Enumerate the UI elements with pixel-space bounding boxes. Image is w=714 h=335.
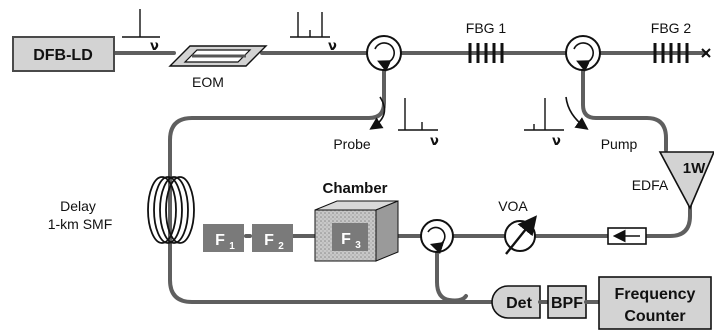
filter1-label: F <box>215 232 225 249</box>
fbg-1: FBG 1 <box>466 20 507 63</box>
delay-fiber-coil: Delay 1-km SMF <box>48 176 195 244</box>
filter3-sub: 3 <box>355 240 361 251</box>
laser-label: DFB-LD <box>33 47 93 64</box>
eom-modulator: EOM <box>168 45 268 90</box>
fbg-2: FBG 2 <box>651 20 711 63</box>
fbg1-label: FBG 1 <box>466 20 507 36</box>
fiber-paths <box>112 51 708 304</box>
edfa-power-label: 1W <box>683 160 706 177</box>
counter-label-line2: Counter <box>624 308 685 325</box>
voa-label: VOA <box>498 198 528 214</box>
filter-1: F 1 <box>203 224 244 252</box>
nu-symbol: ν <box>430 134 439 149</box>
laser-box: DFB-LD <box>12 36 115 72</box>
circulator-3 <box>420 219 454 255</box>
nu-symbol: ν <box>328 39 337 54</box>
fiber-end-x-icon <box>701 48 711 58</box>
detector-label: Det <box>506 295 532 312</box>
frequency-counter: Frequency Counter <box>598 276 712 330</box>
voa-attenuator: VOA <box>498 198 537 255</box>
probe-output: Probe ν <box>333 96 439 152</box>
spectrum-single-line: ν <box>122 9 160 54</box>
circulator-1 <box>366 35 402 72</box>
delay-label-line2: 1-km SMF <box>48 216 113 232</box>
detector: Det <box>491 285 541 319</box>
nu-symbol: ν <box>552 134 561 149</box>
filter3-label: F <box>341 231 351 248</box>
circulator-2 <box>565 35 601 72</box>
delay-label-line1: Delay <box>60 198 96 214</box>
nu-symbol: ν <box>150 39 159 54</box>
edfa-amplifier: 1W EDFA <box>632 151 714 210</box>
filter1-sub: 1 <box>229 241 235 252</box>
chamber-label: Chamber <box>322 180 387 197</box>
fbg2-label: FBG 2 <box>651 20 692 36</box>
filter2-sub: 2 <box>278 241 284 252</box>
eom-label: EOM <box>192 74 224 90</box>
pump-output: ν Pump <box>524 96 638 152</box>
filter-2: F 2 <box>252 224 293 252</box>
edfa-label: EDFA <box>632 177 669 193</box>
spectrum-three-lines: ν <box>290 12 337 54</box>
pump-label: Pump <box>601 136 638 152</box>
counter-label-line1: Frequency <box>615 286 696 303</box>
probe-label: Probe <box>333 136 371 152</box>
bandpass-filter: BPF <box>547 285 587 319</box>
filter2-label: F <box>264 232 274 249</box>
isolator <box>607 227 647 245</box>
chamber: Chamber F 3 <box>314 180 399 262</box>
bpf-label: BPF <box>551 295 583 312</box>
